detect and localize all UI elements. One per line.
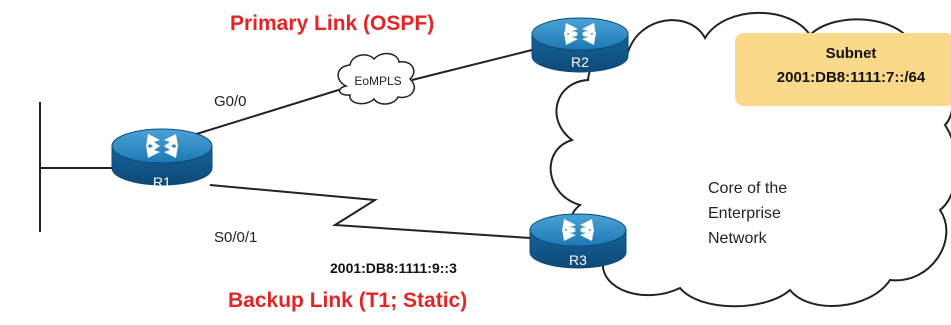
backup-serial-link <box>209 184 531 239</box>
router-r2-label: R2 <box>571 54 589 70</box>
r3-ipv6-address: 2001:DB8:1111:9::3 <box>330 260 457 276</box>
router-r3-arrows-icon <box>562 219 594 241</box>
subnet-title: Subnet <box>826 45 877 62</box>
router-r3[interactable]: R3 <box>529 213 627 269</box>
router-r2[interactable]: R2 <box>531 17 629 73</box>
primary-link-b <box>411 49 533 81</box>
primary-link-title: Primary Link (OSPF) <box>230 12 434 35</box>
router-r2-arrows-icon <box>564 23 596 45</box>
core-line-1: Core of the <box>708 180 787 197</box>
router-r3-label: R3 <box>569 252 587 268</box>
primary-link-a <box>189 87 346 137</box>
core-line-3: Network <box>708 230 768 247</box>
interface-s0-0-1: S0/0/1 <box>214 229 257 246</box>
subnet-prefix: 2001:DB8:1111:7::/64 <box>777 69 926 86</box>
eompls-cloud <box>337 52 415 105</box>
core-line-2: Enterprise <box>708 205 781 222</box>
router-r1-label: R1 <box>153 174 171 190</box>
eompls-label: EoMPLS <box>354 74 401 88</box>
subnet-box <box>735 33 951 106</box>
router-r1[interactable]: R1 <box>111 128 213 190</box>
router-r1-arrows-icon <box>146 134 178 158</box>
backup-link-title: Backup Link (T1; Static) <box>228 289 467 312</box>
interface-g0-0: G0/0 <box>214 93 247 110</box>
